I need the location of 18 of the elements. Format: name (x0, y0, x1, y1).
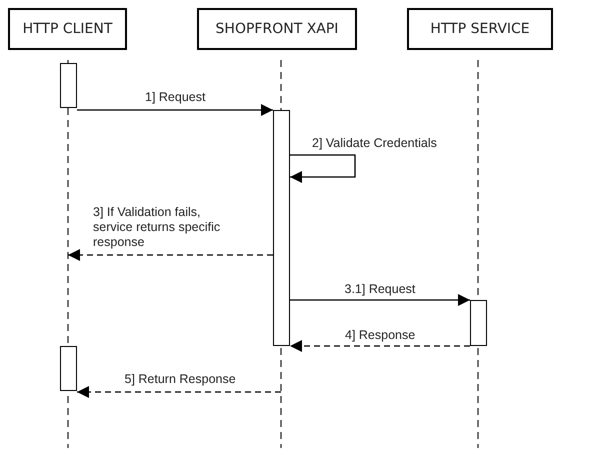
message-label: 2] Validate Credentials (312, 136, 437, 151)
message-arrow (290, 154, 356, 183)
message-arrow (68, 249, 273, 261)
message-arrow (290, 294, 470, 306)
message-arrow (77, 104, 273, 116)
participant-box: HTTP CLIENT (8, 8, 127, 50)
message-arrow (290, 340, 470, 352)
message-label: 3.1] Request (344, 282, 416, 297)
activation-bar (470, 300, 487, 346)
message-arrow (77, 386, 281, 398)
activation-bar (60, 63, 77, 108)
activation-bar (273, 110, 290, 346)
participant-box: SHOPFRONT XAPI (197, 8, 357, 50)
message-label: 5] Return Response (124, 372, 236, 387)
message-label: 4] Response (345, 328, 416, 343)
participant-box: HTTP SERVICE (407, 8, 553, 50)
message-label: 1] Request (145, 90, 206, 105)
activation-bar (60, 346, 77, 391)
